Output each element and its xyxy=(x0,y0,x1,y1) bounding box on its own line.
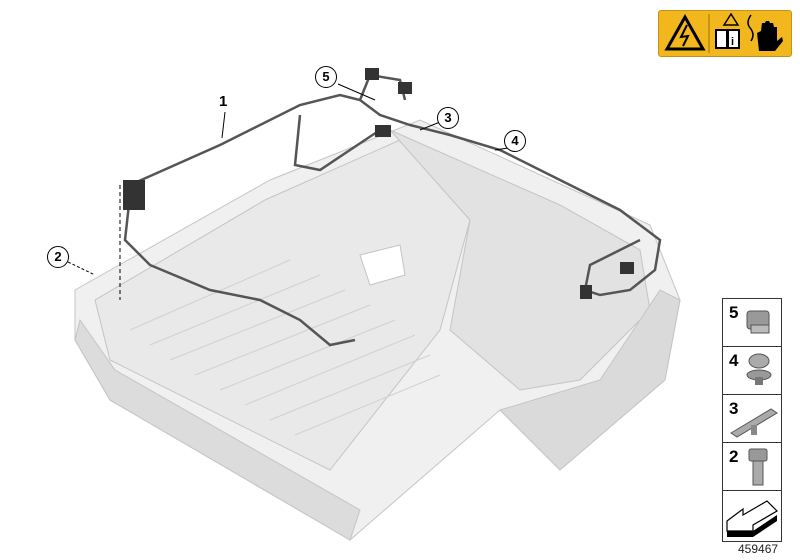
warning-label: i xyxy=(658,10,792,57)
bolt-icon xyxy=(748,448,768,486)
callout-4[interactable]: 4 xyxy=(504,130,526,152)
callout-5[interactable]: 5 xyxy=(315,66,337,88)
high-voltage-icon: i xyxy=(664,12,783,53)
parts-legend: 5 4 3 2 xyxy=(722,298,782,542)
legend-item-3[interactable]: 3 xyxy=(723,395,781,443)
cable-holder-icon xyxy=(746,353,772,385)
svg-text:i: i xyxy=(731,36,734,48)
callout-1[interactable]: 1 xyxy=(219,93,228,110)
caution-icon xyxy=(722,12,740,26)
arrow-icon xyxy=(726,500,778,537)
callout-2[interactable]: 2 xyxy=(47,246,69,268)
diagram-id: 459467 xyxy=(738,542,779,556)
legend-number: 4 xyxy=(729,351,739,370)
read-manual-icon xyxy=(715,29,728,49)
callout-3[interactable]: 3 xyxy=(437,107,459,129)
legend-item-5[interactable]: 5 xyxy=(723,299,781,347)
legend-item-4[interactable]: 4 xyxy=(723,347,781,395)
legend-number: 5 xyxy=(729,303,739,322)
clip-strip-icon xyxy=(730,408,778,438)
legend-number: 3 xyxy=(729,399,739,418)
legend-number: 2 xyxy=(729,447,739,466)
legend-item-2[interactable]: 2 xyxy=(723,443,781,491)
battery-tray xyxy=(74,119,681,541)
no-touch-hand-icon xyxy=(757,21,783,51)
harness-connectors xyxy=(123,68,634,299)
clip-icon xyxy=(746,310,770,334)
leader-lines xyxy=(67,83,509,300)
legend-item-arrow[interactable] xyxy=(723,491,781,541)
